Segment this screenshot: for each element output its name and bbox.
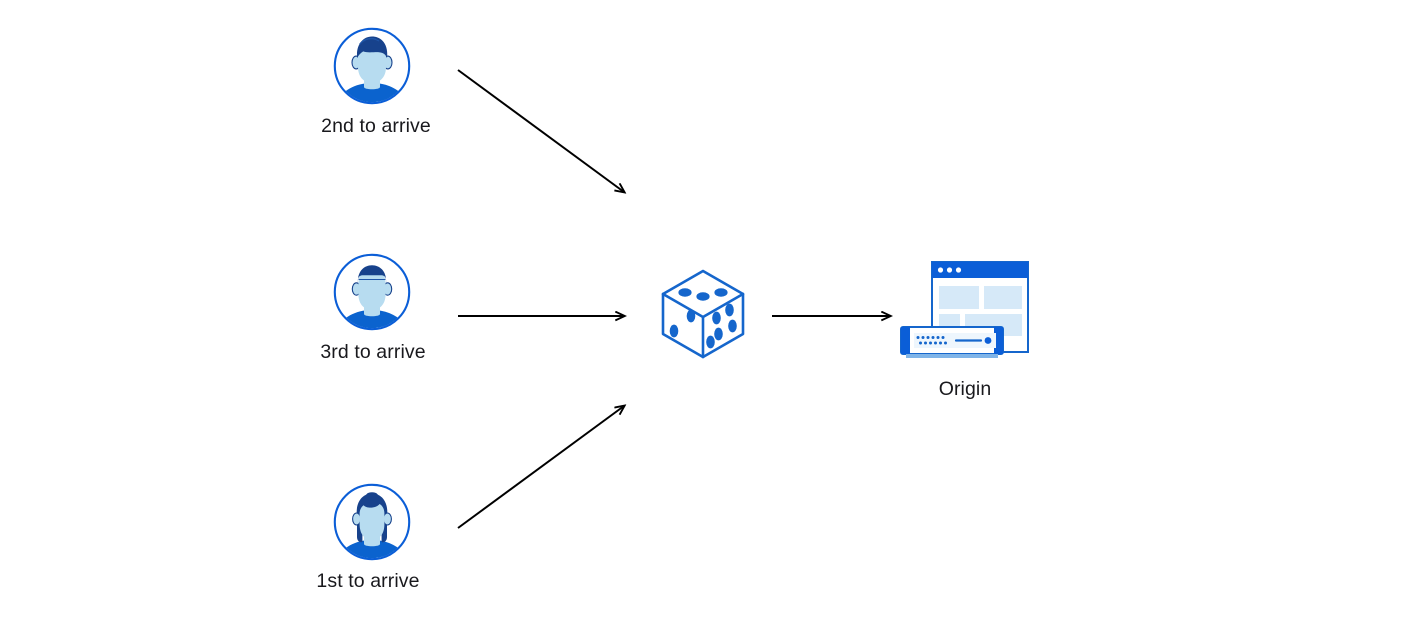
server-device-icon: [900, 326, 1004, 358]
user-avatar-icon: [333, 27, 411, 105]
client-avatar-third[interactable]: [333, 253, 411, 331]
client-label-first: 1st to arrive: [316, 570, 420, 592]
arrow-first-to-dice: [457, 406, 624, 529]
random-router-dice[interactable]: [658, 268, 748, 360]
dice-icon: [661, 269, 745, 359]
origin-server-icon: [900, 261, 1029, 358]
origin-server-node[interactable]: [895, 258, 1035, 363]
user-avatar-icon: [333, 483, 411, 561]
client-avatar-first[interactable]: [333, 483, 411, 561]
arrow-second-to-dice: [457, 69, 624, 192]
client-avatar-second[interactable]: [333, 27, 411, 105]
client-label-third: 3rd to arrive: [320, 341, 426, 363]
client-label-second: 2nd to arrive: [321, 115, 431, 137]
user-avatar-icon: [333, 253, 411, 331]
origin-label: Origin: [938, 378, 992, 400]
